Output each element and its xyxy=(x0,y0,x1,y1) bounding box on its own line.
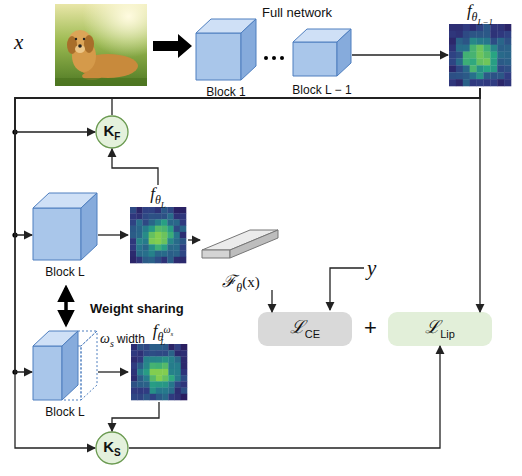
label-text: Full network xyxy=(262,5,332,20)
output-vector: ℱθ(x) xyxy=(200,228,282,290)
node-text: K xyxy=(104,122,115,139)
node-text: ω xyxy=(163,324,170,335)
label-text: y xyxy=(367,256,376,280)
node-label: fθL−1 xyxy=(448,2,512,19)
node-label: KS xyxy=(95,439,129,455)
node-text: Lip xyxy=(440,328,455,340)
heatmap-image xyxy=(130,207,186,263)
vector-shape xyxy=(200,228,282,264)
cube-shape xyxy=(32,330,98,402)
free-label: Full network xyxy=(262,4,332,20)
kernel-circle: KF xyxy=(95,115,129,149)
dog-photo xyxy=(55,4,147,86)
label-text: x xyxy=(14,30,23,54)
ellipsis-dots xyxy=(264,56,284,60)
block-cube: Block L − 1 xyxy=(292,28,352,98)
weight-sharing-arrow xyxy=(64,288,68,324)
input-arrow xyxy=(153,34,192,58)
node-text: L xyxy=(161,200,166,210)
node-label: Block L xyxy=(32,403,98,419)
connector-arrow xyxy=(15,88,480,372)
heatmap-image xyxy=(449,24,511,86)
connector-arrow xyxy=(188,239,200,240)
connector-arrow xyxy=(271,290,272,312)
node-text: s xyxy=(170,330,173,338)
node-text: f xyxy=(153,321,158,340)
junction-dots xyxy=(12,129,17,374)
cube-shape xyxy=(292,28,352,78)
node-text: ℒ xyxy=(425,317,440,337)
connector-arrow xyxy=(98,234,128,235)
node-text: (x) xyxy=(242,274,260,290)
block-cube: Block L xyxy=(32,192,98,280)
node-label: ℒLip xyxy=(388,318,492,336)
node-label: ℱθ(x) xyxy=(200,273,282,290)
kernel-circle: KS xyxy=(95,431,129,465)
feature-map: fθL xyxy=(128,185,188,265)
block-cube: Block 1 xyxy=(195,18,257,100)
node-text: f xyxy=(150,184,155,203)
cube-shape xyxy=(32,192,98,262)
label-text: s xyxy=(110,338,114,349)
node-label: Block 1 xyxy=(195,83,257,99)
free-label: + xyxy=(364,317,377,339)
connector-arrow xyxy=(129,346,440,448)
label-text: ω xyxy=(100,331,110,346)
connector-arrow xyxy=(98,371,128,372)
label-wire xyxy=(330,268,364,310)
node-text: θ xyxy=(236,281,242,295)
free-label: y xyxy=(367,258,376,279)
connector-arrow xyxy=(15,88,480,235)
label-text: + xyxy=(364,315,377,340)
node-text: L−1 xyxy=(478,17,494,27)
free-label: x xyxy=(14,32,23,53)
loss-box: ℒCE xyxy=(258,312,352,346)
node-label: KF xyxy=(95,123,129,139)
node-text: θ xyxy=(472,10,478,24)
connector-arrow xyxy=(15,88,480,132)
node-label: fθL xyxy=(128,185,188,202)
node-text: Block L xyxy=(45,405,84,419)
node-text: F xyxy=(114,131,120,142)
connector-arrow xyxy=(352,54,448,55)
connector-arrow xyxy=(112,149,158,185)
node-text: K xyxy=(103,438,114,455)
node-text: θ xyxy=(155,193,161,207)
cube-shape xyxy=(195,18,257,82)
free-label: Weight sharing xyxy=(90,300,184,316)
node-label: Block L xyxy=(32,263,98,279)
node-text: Block L xyxy=(45,265,84,279)
connector-arrow xyxy=(15,88,480,448)
connector-arrow xyxy=(112,402,159,431)
label-text: Weight sharing xyxy=(90,301,184,316)
node-text: f xyxy=(467,1,472,20)
node-label: ℒCE xyxy=(258,318,352,336)
feature-map: fθL−1 xyxy=(448,2,512,88)
node-text: S xyxy=(114,447,121,458)
node-text: ℒ xyxy=(290,317,305,337)
heatmap-image xyxy=(131,344,187,400)
node-text: ℱ xyxy=(222,272,236,291)
free-label: ωswidth xyxy=(100,330,145,346)
block-cube: Block L xyxy=(32,330,98,420)
node-label: Block L − 1 xyxy=(292,81,352,97)
node-text: L xyxy=(160,337,165,347)
label-text: width xyxy=(117,332,145,346)
node-text: Block 1 xyxy=(206,85,245,99)
node-text: CE xyxy=(305,328,320,340)
node-text: Block L − 1 xyxy=(292,83,351,97)
connector-arrow xyxy=(112,98,480,312)
loss-box: ℒLip xyxy=(388,312,492,346)
